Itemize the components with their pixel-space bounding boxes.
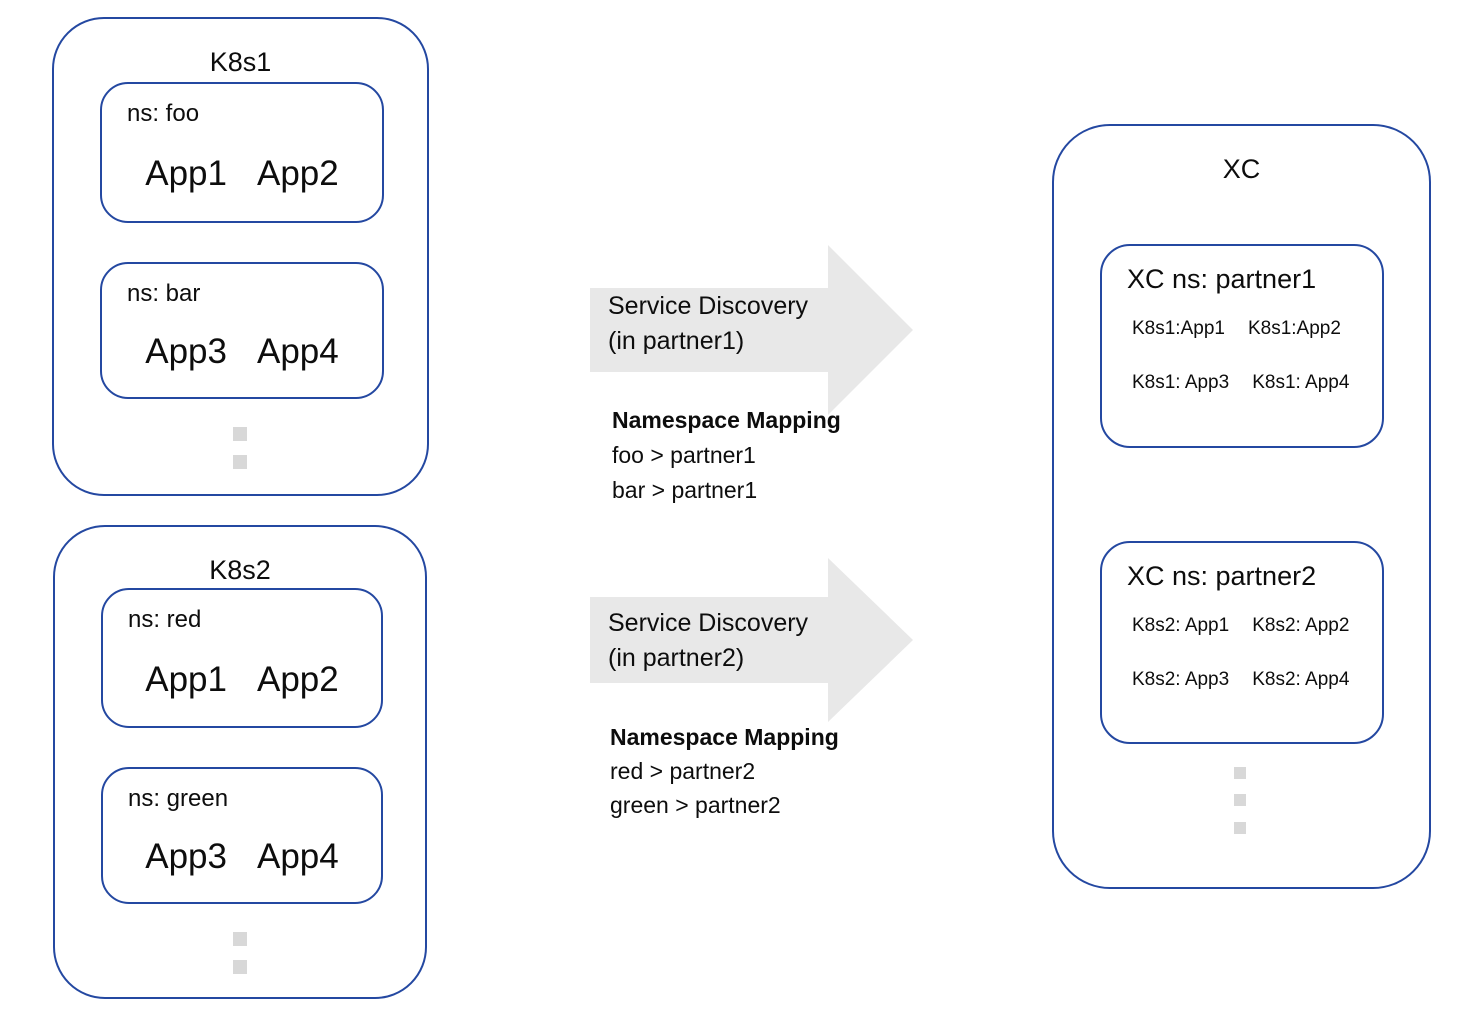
xc-app-item: K8s1: App3 [1132,372,1230,393]
ellipsis-dot [233,427,247,441]
app-item: App2 [257,154,339,193]
apps-row: App3 App4 [102,332,382,372]
cluster-xc-title: XC [1222,154,1261,184]
xc-apps-row: K8s2: App3 K8s2: App4 [1132,669,1349,691]
app-item: App3 [145,332,227,371]
arrow-label-line1: Service Discovery [608,292,809,320]
app-item: App4 [257,837,339,876]
xc-app-item: K8s1:App1 [1132,318,1225,339]
service-discovery-arrow-partner1: Service Discovery (in partner1) [590,245,913,415]
arrow-label: Service Discovery (in partner1) [608,289,808,359]
arrow-label-line1: Service Discovery [608,609,809,637]
ellipsis-dot [233,455,247,469]
apps-row: App1 App2 [103,660,381,700]
namespace-label-red: ns: red [128,606,202,633]
apps-row: App1 App2 [102,154,382,194]
xc-namespace-box-partner2: XC ns: partner2 K8s2: App1 K8s2: App2 K8… [1100,541,1384,744]
xc-apps-row: K8s1:App1 K8s1:App2 [1132,318,1341,340]
namespace-label-foo: ns: foo [127,100,200,127]
cluster-xc: XC XC ns: partner1 K8s1:App1 K8s1:App2 K… [1052,124,1431,889]
namespace-label-green: ns: green [128,785,229,812]
mapping-line: foo > partner1 [612,442,756,468]
ellipsis-dot [1234,794,1246,806]
xc-apps-row: K8s2: App1 K8s2: App2 [1132,615,1349,637]
app-item: App2 [257,660,339,699]
app-item: App4 [257,332,339,371]
service-discovery-arrow-partner2: Service Discovery (in partner2) [590,558,913,722]
xc-namespace-box-partner1: XC ns: partner1 K8s1:App1 K8s1:App2 K8s1… [1100,244,1384,448]
ellipsis-dot [1234,822,1246,834]
xc-apps-row: K8s1: App3 K8s1: App4 [1132,372,1349,394]
xc-app-item: K8s2: App4 [1252,669,1350,690]
xc-namespace-label-partner2: XC ns: partner2 [1127,561,1317,591]
namespace-box-foo: ns: foo App1 App2 [100,82,384,223]
namespace-mapping-title: Namespace Mapping [610,724,839,750]
ellipsis-dot [233,960,247,974]
xc-app-item: K8s2: App2 [1252,615,1350,636]
xc-namespace-label-partner1: XC ns: partner1 [1127,264,1317,294]
xc-app-item: K8s2: App1 [1132,615,1230,636]
namespace-mapping-title: Namespace Mapping [612,407,841,433]
app-item: App3 [145,837,227,876]
namespace-mapping-partner1: Namespace Mapping foo > partner1 bar > p… [612,403,841,508]
namespace-box-bar: ns: bar App3 App4 [100,262,384,399]
arrow-label-line2: (in partner1) [608,327,745,355]
ellipsis-dot [1234,767,1246,779]
apps-row: App3 App4 [103,837,381,877]
namespace-box-red: ns: red App1 App2 [101,588,383,728]
namespace-label-bar: ns: bar [127,280,201,307]
cluster-k8s1-title: K8s1 [209,47,272,77]
ellipsis-dot [233,932,247,946]
cluster-k8s1: K8s1 ns: foo App1 App2 ns: bar App3 App4 [52,17,429,496]
cluster-k8s2-title: K8s2 [209,555,271,585]
xc-app-item: K8s2: App3 [1132,669,1230,690]
app-item: App1 [145,660,227,699]
namespace-mapping-partner2: Namespace Mapping red > partner2 green >… [610,720,839,822]
mapping-line: bar > partner1 [612,477,758,503]
app-item: App1 [145,154,227,193]
arrow-label: Service Discovery (in partner2) [608,606,808,676]
mapping-line: green > partner2 [610,792,781,818]
mapping-line: red > partner2 [610,758,756,784]
xc-app-item: K8s1:App2 [1247,318,1341,339]
xc-app-item: K8s1: App4 [1252,372,1350,393]
cluster-k8s2: K8s2 ns: red App1 App2 ns: green App3 Ap… [53,525,427,999]
arrow-label-line2: (in partner2) [608,644,745,672]
namespace-box-green: ns: green App3 App4 [101,767,383,904]
